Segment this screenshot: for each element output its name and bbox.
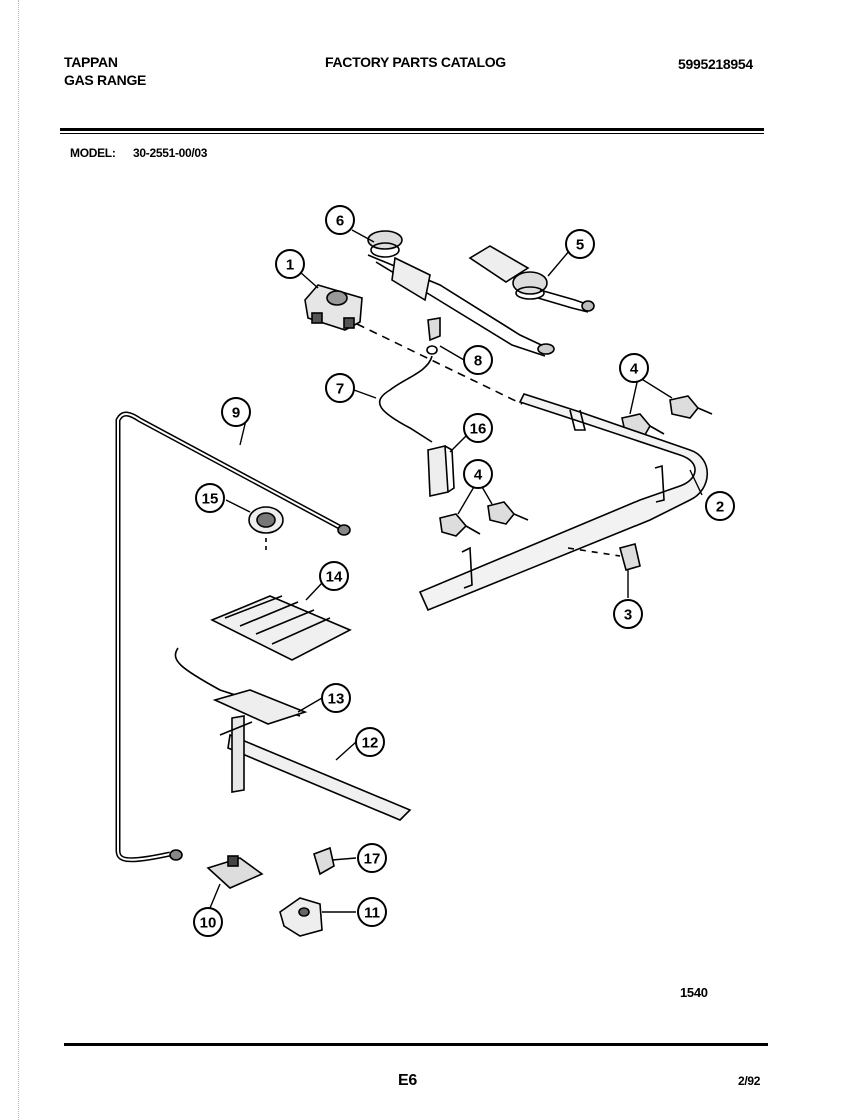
brand-label: TAPPAN bbox=[64, 54, 118, 70]
bracket-11-drawing bbox=[279, 897, 323, 937]
figure-code: 1540 bbox=[680, 985, 708, 1000]
footer-rule bbox=[64, 1043, 768, 1046]
scan-edge bbox=[0, 0, 19, 1120]
callout-6-text: 6 bbox=[336, 213, 344, 230]
catalog-number: 5995218954 bbox=[678, 56, 753, 72]
callout-6 bbox=[325, 205, 355, 235]
callout-5-text: 5 bbox=[576, 237, 584, 254]
callout-4-upper-text: 4 bbox=[630, 361, 639, 378]
revision-date: 2/92 bbox=[738, 1074, 761, 1088]
igniter-10-drawing bbox=[206, 855, 264, 889]
callout-2-text: 2 bbox=[716, 499, 724, 516]
callout-8 bbox=[463, 345, 493, 375]
burner-5-drawing bbox=[468, 245, 595, 313]
module-16-drawing bbox=[427, 445, 449, 497]
callout-17-text: 17 bbox=[364, 851, 381, 868]
callout-numbers: 1 2 3 4 4 5 6 7 8 9 10 11 12 13 14 15 16… bbox=[200, 213, 725, 932]
callout-3-text: 3 bbox=[624, 607, 632, 624]
burner-6-drawing bbox=[367, 230, 555, 357]
callout-15 bbox=[195, 483, 225, 513]
assembly-leader bbox=[356, 323, 523, 405]
clip-3-drawing bbox=[619, 543, 641, 571]
callout-14-text: 14 bbox=[326, 569, 343, 586]
callout-16-text: 16 bbox=[470, 421, 487, 438]
header-rule-thin bbox=[60, 133, 764, 134]
callout-1-text: 1 bbox=[286, 257, 294, 274]
callout-10-text: 10 bbox=[200, 915, 217, 932]
callout-13-text: 13 bbox=[328, 691, 345, 708]
callout-9 bbox=[221, 397, 251, 427]
callout-8-text: 8 bbox=[474, 353, 482, 370]
callout-4-lower-text: 4 bbox=[474, 467, 483, 484]
nut-15-drawing bbox=[248, 506, 284, 552]
catalog-title: FACTORY PARTS CATALOG bbox=[325, 54, 506, 70]
callout-7-text: 7 bbox=[336, 381, 344, 398]
header-rule bbox=[60, 128, 764, 131]
bracket-13-drawing bbox=[174, 647, 308, 725]
callout-circles bbox=[193, 205, 735, 937]
callout-13 bbox=[321, 683, 351, 713]
callout-9-text: 9 bbox=[232, 405, 240, 422]
valve-4-lower-drawing bbox=[439, 501, 529, 537]
callout-10 bbox=[193, 907, 223, 937]
callout-4-upper bbox=[619, 353, 649, 383]
callout-1 bbox=[275, 249, 305, 279]
callout-2 bbox=[705, 491, 735, 521]
wire-7-drawing bbox=[378, 355, 433, 443]
orifice-8-drawing bbox=[426, 317, 441, 355]
callout-15-text: 15 bbox=[202, 491, 219, 508]
manifold-2-drawing bbox=[418, 393, 709, 612]
callout-17 bbox=[357, 843, 387, 873]
igniter-1-drawing bbox=[304, 284, 363, 331]
model-label: MODEL: bbox=[70, 146, 116, 160]
callout-3 bbox=[613, 599, 643, 629]
bracket-17-drawing bbox=[313, 846, 335, 876]
callout-16 bbox=[463, 413, 493, 443]
callout-12 bbox=[355, 727, 385, 757]
callout-4-lower bbox=[463, 459, 493, 489]
spreader-14-drawing bbox=[210, 595, 352, 661]
page-id: E6 bbox=[398, 1072, 417, 1089]
product-label: GAS RANGE bbox=[64, 72, 147, 88]
callout-14 bbox=[319, 561, 349, 591]
callout-7 bbox=[325, 373, 355, 403]
callout-12-text: 12 bbox=[362, 735, 379, 752]
leader-lines bbox=[209, 229, 703, 913]
burner-12-drawing bbox=[219, 715, 412, 821]
model-number: 30-2551-00/03 bbox=[133, 146, 208, 160]
callout-5 bbox=[565, 229, 595, 259]
callout-11-text: 11 bbox=[364, 905, 380, 922]
callout-11 bbox=[357, 897, 387, 927]
